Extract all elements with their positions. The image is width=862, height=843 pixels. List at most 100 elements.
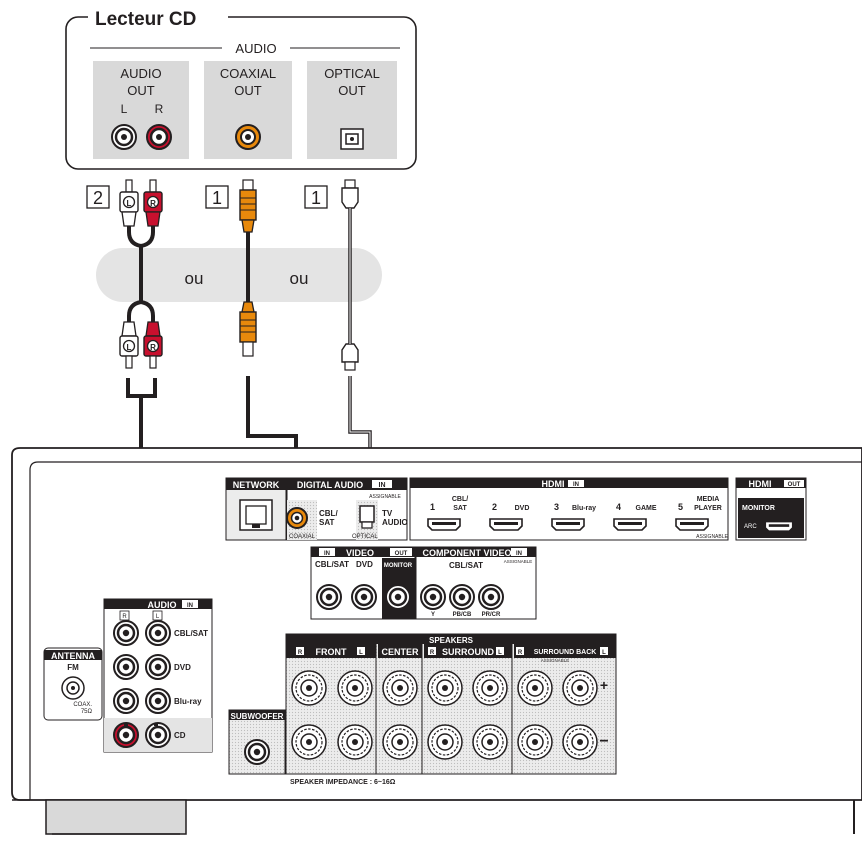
optical-input-bottom-label: OPTICAL [352, 534, 378, 540]
component-cbl-label: CBL/SAT [449, 561, 483, 570]
hdmi-in-number-3: 3 [554, 502, 559, 512]
optical-plug-bottom [341, 343, 359, 371]
component-y-jack [419, 583, 447, 611]
component-y-label: Y [431, 612, 435, 618]
or-label-1: ou [185, 269, 204, 288]
video-label: VIDEO [346, 548, 374, 558]
coax-input-label-1: CBL/ [319, 509, 338, 518]
speaker-terminal-center-plus [382, 670, 418, 706]
network-port [239, 499, 273, 531]
hdmi-in-badge: IN [573, 482, 579, 488]
antenna-ohm-label: 75Ω [81, 709, 93, 715]
coaxial-plug-top [239, 179, 257, 233]
speaker-terminal-surround-back-l-minus [562, 724, 598, 760]
plug-label-r-bottom: R [150, 343, 156, 352]
audio-in-r-jack-1 [113, 620, 139, 646]
coax-input-label-2: SAT [319, 518, 335, 527]
speakers-front-label: FRONT [316, 647, 347, 657]
optical-out-label-2: OUT [338, 83, 366, 98]
hdmi-in-number-2: 2 [492, 502, 497, 512]
optical-input-jack [359, 505, 375, 529]
speakers-label: SPEAKERS [429, 636, 474, 645]
audio-out-panel [93, 61, 189, 159]
hdmi-in-port-2 [489, 518, 523, 531]
hdmi-in-number-4: 4 [616, 502, 621, 512]
speaker-terminal-surround-l-minus [472, 724, 508, 760]
component-in-badge: IN [516, 551, 522, 557]
audio-in-l-jack-2 [145, 654, 171, 680]
hdmi-in-label-4: GAME [636, 505, 657, 512]
step-number-optical: 1 [311, 188, 321, 208]
antenna-coax-label: COAX. [73, 702, 92, 708]
fm-antenna-jack [61, 676, 85, 700]
component-pb-jack [448, 583, 476, 611]
component-pr-jack [477, 583, 505, 611]
video-dvd-jack [350, 583, 378, 611]
audio-in-l-jack-3 [145, 688, 171, 714]
audio-in-r-jack-4 [113, 722, 139, 748]
rca-plug-left-top: L [119, 179, 139, 227]
audio-in-label-2: DVD [174, 663, 191, 672]
speaker-marker-front-l: L [359, 650, 363, 656]
speaker-marker-surround-back-r: R [518, 650, 523, 656]
speaker-marker-surround-back-l: L [602, 650, 606, 656]
hdmi-out-port [764, 521, 794, 532]
speaker-terminal-surround-r-plus [427, 670, 463, 706]
subwoofer-jack [243, 738, 271, 766]
component-pr-label: PR/CR [482, 612, 501, 618]
speakers-minus-label: − [599, 733, 608, 750]
speaker-marker-surround-r: R [430, 650, 435, 656]
speakers-assignable: ASSIGNABLE [541, 658, 570, 663]
coaxial-out-label-1: COAXIAL [220, 66, 276, 81]
digital-audio-label: DIGITAL AUDIO [297, 480, 363, 490]
audio-in-r-jack-3 [113, 688, 139, 714]
audio-in-label-1: CBL/SAT [174, 629, 208, 638]
component-pb-label: PB/CB [453, 612, 472, 618]
speaker-marker-surround-l: L [498, 650, 502, 656]
plug-label-l-top: L [127, 199, 132, 208]
hdmi-in-number-1: 1 [430, 502, 435, 512]
antenna-label: ANTENNA [51, 651, 95, 661]
hdmi-in-assignable: ASSIGNABLE [696, 534, 728, 540]
antenna-fm-label: FM [67, 663, 79, 672]
network-label: NETWORK [233, 480, 280, 490]
speakers-surround-label: SURROUND [442, 647, 495, 657]
step-number-analog: 2 [93, 188, 103, 208]
speaker-terminal-front-r-minus [291, 724, 327, 760]
rca-plug-right-bottom: R [143, 321, 163, 369]
speaker-terminal-surround-r-minus [427, 724, 463, 760]
speaker-terminal-front-l-minus [337, 724, 373, 760]
plug-label-r-top: R [150, 199, 156, 208]
video-in-badge: IN [324, 551, 330, 557]
coaxial-out-label-2: OUT [234, 83, 262, 98]
rca-plug-left-bottom: L [119, 321, 139, 369]
cd-player-title: Lecteur CD [95, 9, 196, 30]
hdmi-out-monitor-label: MONITOR [742, 505, 775, 512]
hdmi-out-badge: OUT [788, 482, 801, 488]
audio-out-right-jack [146, 124, 172, 150]
video-cbl-label: CBL/SAT [315, 560, 349, 569]
speaker-terminal-front-l-plus [337, 670, 373, 706]
speaker-terminal-front-r-plus [291, 670, 327, 706]
coaxial-input-jack [286, 507, 308, 529]
hdmi-in-label-1: SAT [453, 505, 467, 512]
alternative-band: ou ou [96, 248, 382, 302]
optical-input-label-1: TV [382, 509, 393, 518]
speakers-plus-label: + [600, 677, 608, 693]
video-monitor-label: MONITOR [384, 563, 413, 569]
coaxial-out-jack [235, 124, 261, 150]
hdmi-in-label-3: Blu-ray [572, 505, 596, 512]
coaxial-plug-bottom [239, 301, 257, 357]
audio-in-l-jack-4 [145, 722, 171, 748]
cd-player: Lecteur CD AUDIO AUDIO OUT L R COAXIAL O… [65, 6, 417, 170]
audio-in-label-3: Blu-ray [174, 697, 202, 706]
optical-out-jack [340, 128, 364, 150]
hdmi-in-label-5: PLAYER [694, 505, 722, 512]
video-dvd-label: DVD [356, 560, 373, 569]
audio-in-l-jack-1 [145, 620, 171, 646]
audio-in-label-4: CD [174, 731, 186, 740]
speaker-marker-front-r: R [298, 650, 303, 656]
hdmi-out-label: HDMI [749, 479, 772, 489]
av-receiver: NETWORK DIGITAL AUDIO IN ASSIGNABLE CBL/… [11, 447, 862, 835]
rca-plug-right-top: R [143, 179, 163, 227]
